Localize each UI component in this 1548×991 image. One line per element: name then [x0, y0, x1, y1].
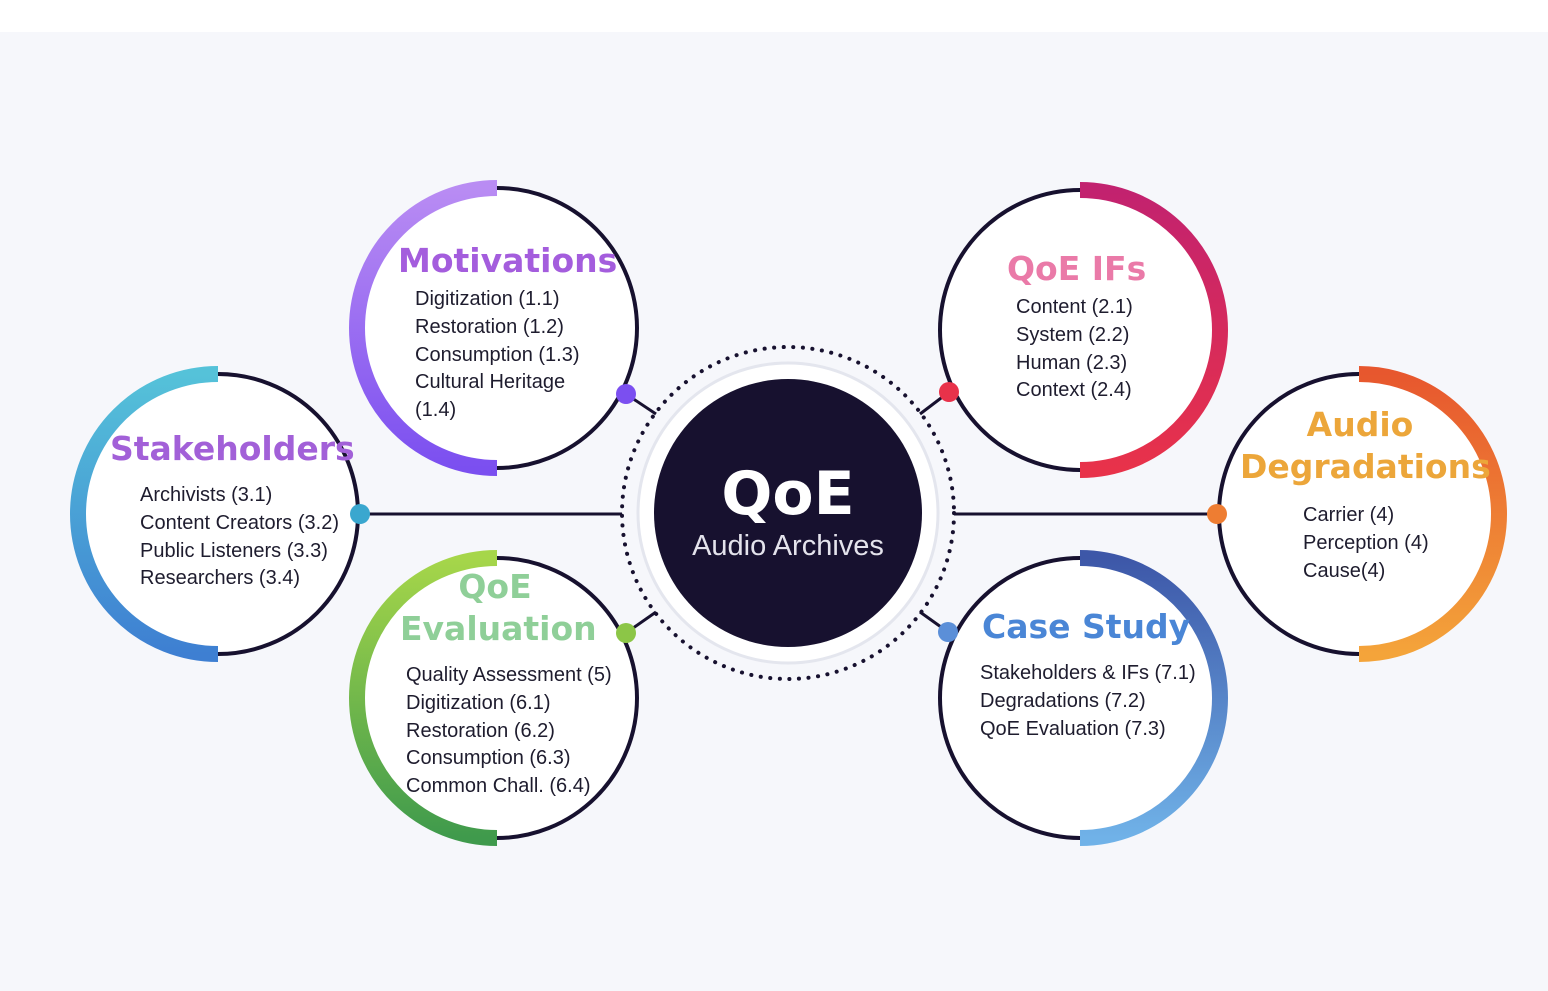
list-item: Carrier (4)	[1303, 504, 1395, 526]
node-case-study-circle	[938, 550, 1228, 846]
motivations-title: Motivations	[398, 241, 618, 280]
list-item: System (2.2)	[1016, 323, 1130, 346]
node-qoe-evaluation: QoE Evaluation Quality Assessment (5) Di…	[400, 566, 612, 801]
list-item: Consumption (6.3)	[406, 747, 571, 770]
case-study-connector-dot	[938, 622, 958, 642]
center-subtitle: Audio Archives	[692, 530, 884, 562]
center-dotted-ring	[620, 345, 956, 681]
list-item: Degradations (7.2)	[980, 689, 1146, 712]
center-disc	[654, 379, 922, 647]
list-item: Digitization (6.1)	[406, 691, 551, 714]
audio-degradations-title-line2: Degradations	[1240, 447, 1491, 486]
node-stakeholders-circle	[70, 366, 370, 662]
list-item: Content (2.1)	[1016, 296, 1133, 318]
audio-degradations-connector-dot	[1207, 504, 1227, 524]
stakeholders-connector-dot	[350, 504, 370, 524]
list-item: Archivists (3.1)	[140, 484, 273, 506]
motivations-list: Digitization (1.1) Restoration (1.2) Con…	[415, 286, 617, 425]
list-item: Context (2.4)	[1016, 379, 1132, 402]
case-study-list: Stakeholders & IFs (7.1) Degradations (7…	[980, 660, 1196, 743]
list-item: Perception (4)	[1303, 531, 1429, 554]
list-item: Restoration (6.2)	[406, 719, 555, 742]
list-item: Quality Assessment (5)	[406, 664, 612, 686]
list-item: Stakeholders & IFs (7.1)	[980, 662, 1196, 684]
list-item: Common Chall. (6.4)	[406, 775, 591, 798]
node-qoe-evaluation-circle	[349, 550, 639, 846]
qoe-ifs-title: QoE IFs	[1007, 249, 1147, 288]
qoe-ifs-connector-dot	[939, 382, 959, 402]
list-item: Digitization (1.1)	[415, 288, 560, 310]
list-item: Public Listeners (3.3)	[140, 539, 328, 562]
qoe-evaluation-title-line1: QoE	[458, 567, 532, 606]
audio-degradations-list: Carrier (4) Perception (4) Cause(4)	[1303, 502, 1480, 585]
node-audio-degradations: Audio Degradations Carrier (4) Perceptio…	[1240, 404, 1491, 585]
node-motivations-circle	[349, 180, 639, 476]
list-item: Cultural Heritage	[415, 371, 566, 394]
center-hub	[620, 345, 956, 681]
qoe-evaluation-title-line2: Evaluation	[400, 609, 597, 648]
list-item: Restoration (1.2)	[415, 315, 564, 338]
node-qoe-ifs: QoE IFs Content (2.1) System (2.2) Human…	[1007, 248, 1146, 405]
qoe-evaluation-list: Quality Assessment (5) Digitization (6.1…	[406, 662, 612, 801]
qoe-evaluation-connector-dot	[616, 623, 636, 643]
stakeholders-title: Stakeholders	[110, 429, 355, 468]
motivations-connector-dot	[616, 384, 636, 404]
case-study-title: Case Study	[982, 607, 1191, 646]
list-item: Content Creators (3.2)	[140, 511, 339, 534]
list-item: Consumption (1.3)	[415, 343, 580, 366]
node-qoe-ifs-circle	[938, 182, 1228, 478]
node-case-study: Case Study Stakeholders & IFs (7.1) Degr…	[980, 606, 1196, 743]
stakeholders-list: Archivists (3.1) Content Creators (3.2) …	[140, 482, 355, 593]
center-title: QoE	[721, 459, 855, 529]
qoe-ifs-list: Content (2.1) System (2.2) Human (2.3) C…	[1016, 294, 1146, 405]
list-item: Researchers (3.4)	[140, 567, 301, 590]
list-item: Human (2.3)	[1016, 351, 1128, 374]
list-item: (1.4)	[415, 399, 457, 422]
list-item: QoE Evaluation (7.3)	[980, 717, 1166, 740]
center-label: QoE Audio Archives	[656, 460, 920, 564]
node-motivations: Motivations Digitization (1.1) Restorati…	[398, 240, 617, 425]
audio-degradations-title-line1: Audio	[1306, 405, 1414, 444]
list-item: Cause(4)	[1303, 559, 1386, 582]
node-stakeholders: Stakeholders Archivists (3.1) Content Cr…	[110, 428, 355, 593]
node-audio-degradations-circle	[1207, 366, 1507, 662]
